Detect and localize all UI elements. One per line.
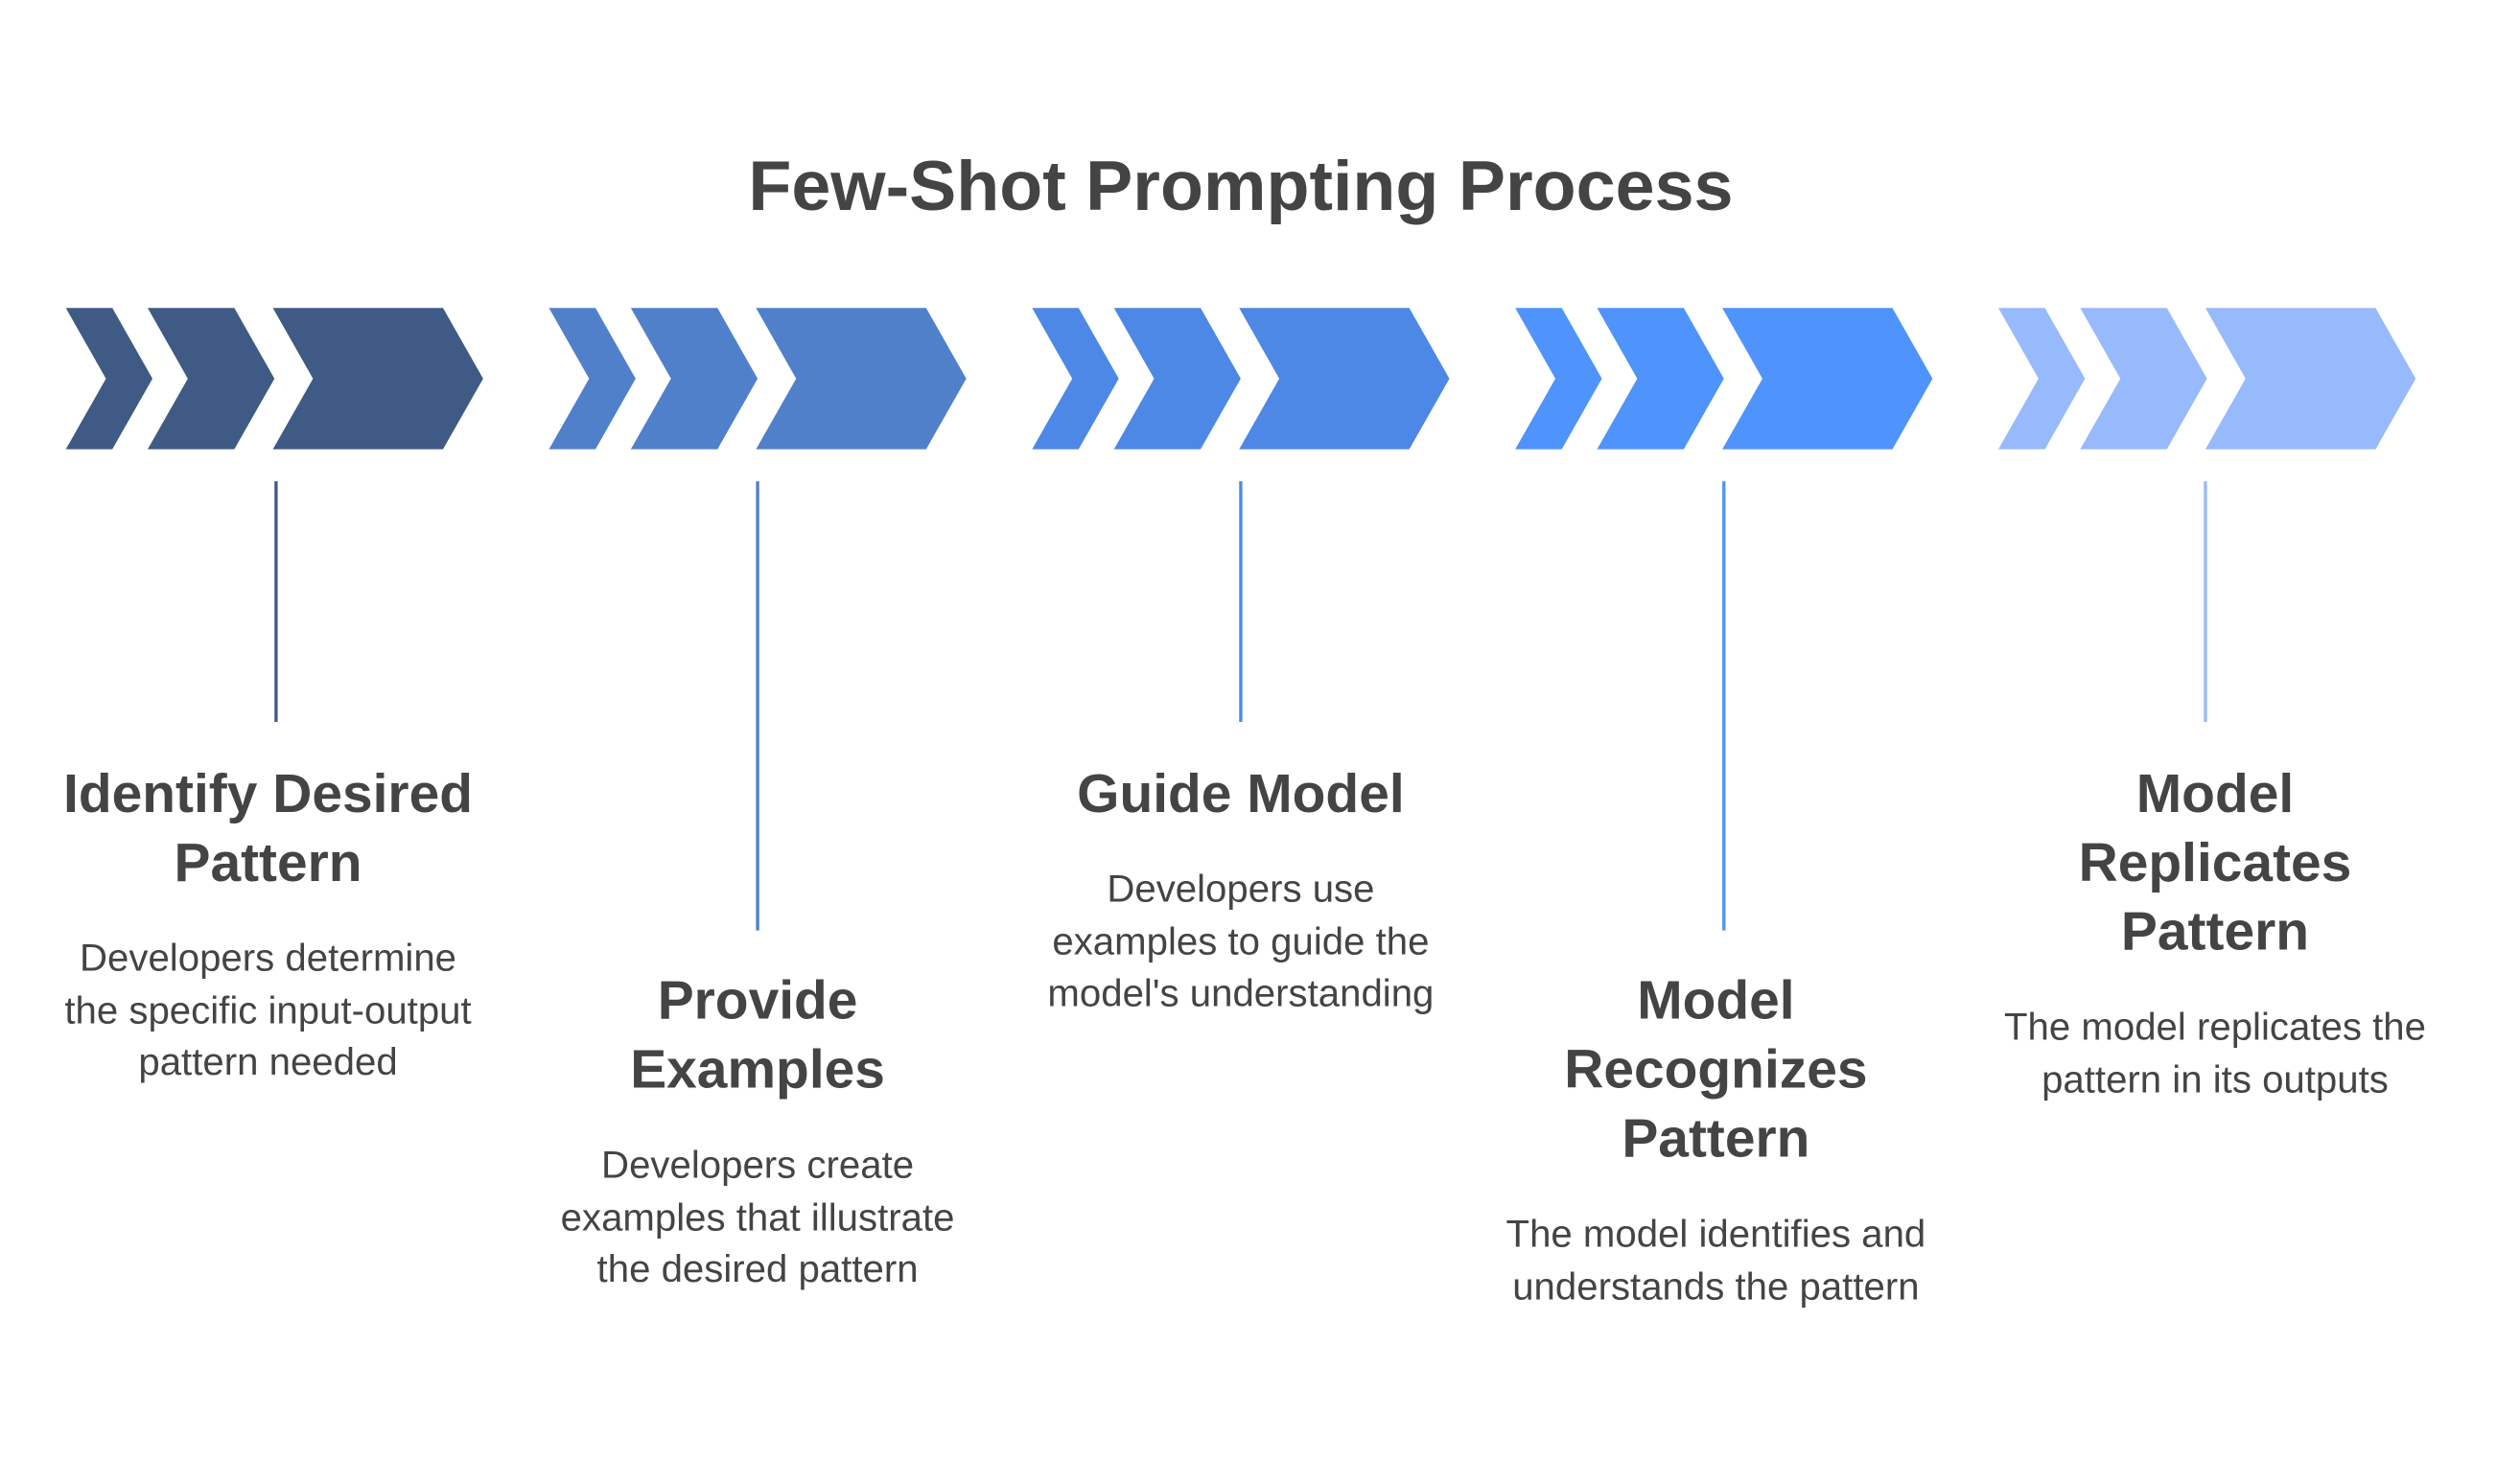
step-3-chevron-3: [1239, 308, 1450, 450]
step-2: Provide Examples Developers create examp…: [541, 967, 974, 1297]
step-2-connector: [756, 481, 759, 931]
step-1-chevrons: [65, 308, 483, 450]
step-3-chevron-2: [1113, 308, 1241, 450]
step-4: Model Recognizes Pattern The model ident…: [1499, 967, 1932, 1313]
step-2-title: Provide Examples: [630, 970, 885, 1101]
step-5-chevron-3: [2205, 308, 2416, 450]
step-5-description: The model replicates the pattern in its …: [2004, 1006, 2426, 1101]
step-3: Guide Model Developers use examples to g…: [1024, 760, 1458, 1021]
step-4-chevron-1: [1515, 308, 1602, 450]
diagram-title: Few-Shot Prompting Process: [748, 147, 1734, 226]
step-2-description: Developers create examples that illustra…: [560, 1144, 955, 1292]
step-1: Identify Desired Pattern Developers dete…: [52, 760, 485, 1090]
step-1-description: Developers determine the specific input-…: [64, 937, 472, 1085]
step-5-chevron-2: [2080, 308, 2207, 450]
step-2-chevron-2: [630, 308, 758, 450]
step-5-title: Model Replicates Pattern: [2078, 763, 2352, 963]
step-3-connector: [1239, 481, 1243, 723]
step-2-chevron-1: [548, 308, 636, 450]
step-4-chevron-3: [1722, 308, 1933, 450]
step-2-chevron-3: [756, 308, 967, 450]
step-5: Model Replicates Pattern The model repli…: [1998, 760, 2432, 1106]
step-1-title: Identify Desired Pattern: [63, 763, 474, 894]
step-4-chevrons: [1515, 308, 1933, 450]
step-3-chevrons: [1032, 308, 1450, 450]
step-5-connector: [2204, 481, 2207, 723]
step-2-chevrons: [548, 308, 967, 450]
step-1-chevron-3: [272, 308, 483, 450]
step-3-description: Developers use examples to guide the mod…: [1047, 868, 1435, 1016]
step-1-chevron-1: [65, 308, 153, 450]
step-4-title: Model Recognizes Pattern: [1564, 970, 1868, 1170]
step-5-chevrons: [1998, 308, 2416, 450]
step-1-chevron-2: [147, 308, 275, 450]
step-1-connector: [274, 481, 278, 723]
step-4-connector: [1722, 481, 1726, 931]
step-5-chevron-1: [1998, 308, 2086, 450]
step-3-chevron-1: [1032, 308, 1119, 450]
step-4-description: The model identifies and understands the…: [1505, 1213, 1926, 1309]
step-4-chevron-2: [1597, 308, 1724, 450]
step-3-title: Guide Model: [1077, 763, 1405, 825]
